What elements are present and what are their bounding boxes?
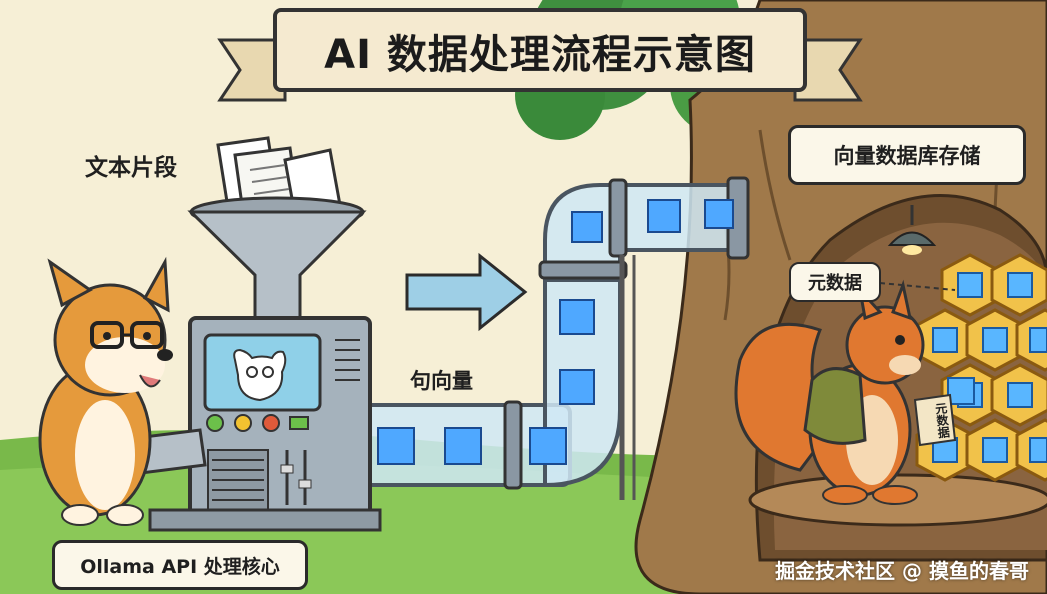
metadata-tag — [913, 377, 975, 447]
arrow-right-icon — [405, 252, 528, 332]
vector-cubes — [377, 199, 734, 465]
squirrel-character — [734, 279, 925, 505]
vector-db-label: 向量数据库存储 — [788, 125, 1026, 185]
watermark: 掘金技术社区 @ 摸鱼的春哥 — [775, 559, 1029, 583]
lamp-icon — [887, 205, 937, 255]
core-label: Ollama API 处理核心 — [52, 540, 308, 590]
metadata-label: 元数据 — [789, 262, 881, 302]
corgi-character — [38, 256, 173, 526]
processing-machine — [118, 316, 382, 532]
metadata-tag-text: 元数据 — [933, 401, 951, 439]
page-title: AI 数据处理流程示意图 — [324, 32, 756, 78]
title-banner — [217, 8, 863, 102]
sentence-vector-label: 句向量 — [410, 369, 473, 393]
text-chunks-label: 文本片段 — [85, 155, 177, 181]
